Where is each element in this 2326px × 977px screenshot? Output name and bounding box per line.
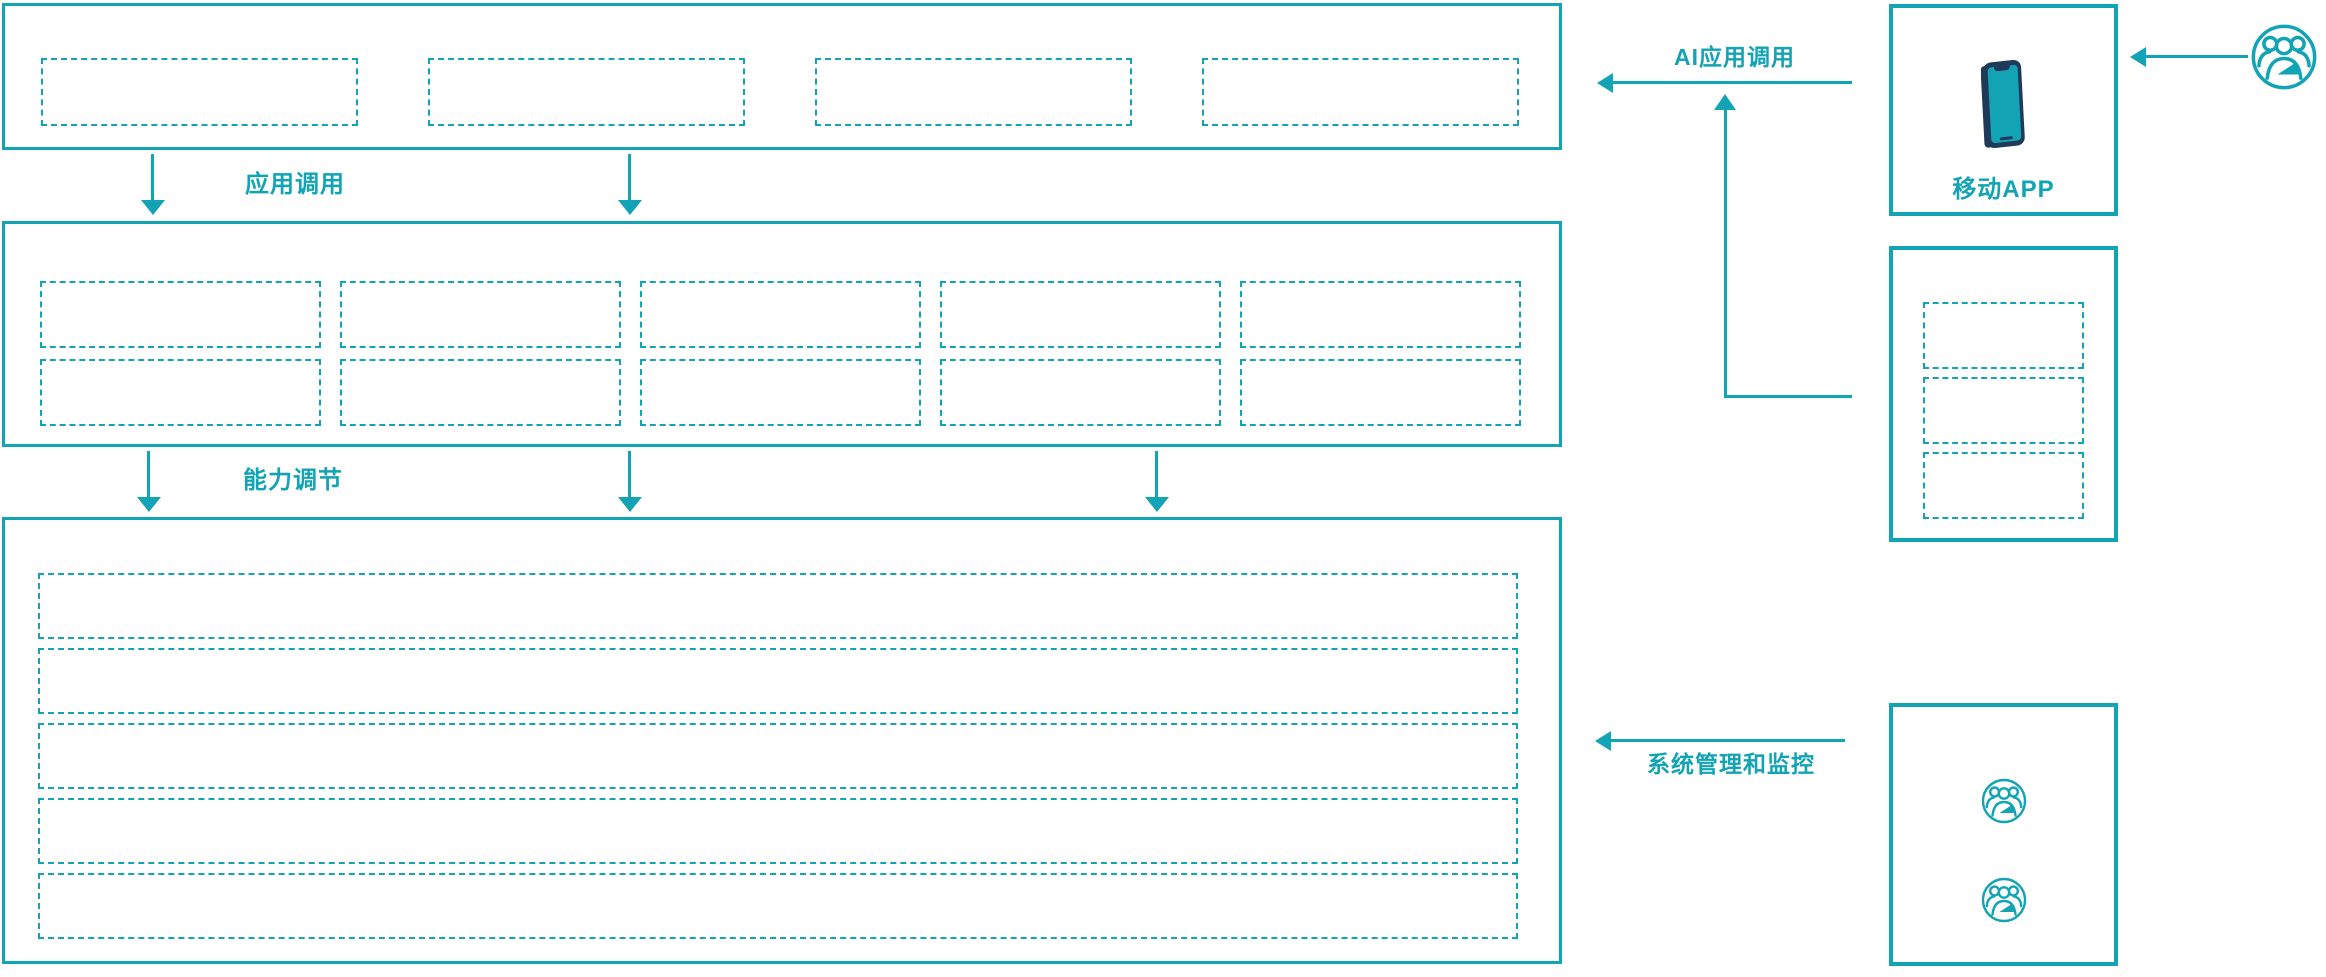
arrow-down-head-icon bbox=[141, 200, 165, 215]
gateway-connector-vertical bbox=[1724, 109, 1727, 398]
app-call-arrow-1 bbox=[141, 154, 165, 215]
capability-slot-r1-1 bbox=[40, 281, 321, 348]
arrow-shaft bbox=[147, 451, 150, 497]
system-monitor-arrow bbox=[1595, 731, 1845, 751]
platform-rows bbox=[10, 573, 1554, 939]
capability-slot-r1-4 bbox=[940, 281, 1221, 348]
app-layer-slots bbox=[10, 58, 1554, 126]
capability-slot-r2-1 bbox=[40, 359, 321, 426]
capability-slot-r2-3 bbox=[640, 359, 921, 426]
gateway-slot-1 bbox=[1923, 302, 2084, 369]
gateway-panel-box bbox=[1889, 246, 2118, 542]
arrow-down-head-icon bbox=[137, 497, 161, 512]
arrow-shaft bbox=[1155, 451, 1158, 497]
mobile-app-label: 移动APP bbox=[1952, 176, 2055, 203]
capability-arrow-1 bbox=[137, 451, 161, 512]
admin-users-box bbox=[1889, 703, 2118, 966]
capability-layer-container bbox=[2, 221, 1562, 447]
gateway-slot-2 bbox=[1923, 377, 2084, 444]
external-user-group-icon bbox=[2249, 22, 2319, 92]
ai-app-call-arrow bbox=[1597, 73, 1852, 93]
app-layer-container bbox=[2, 3, 1562, 150]
admin-user-group-icon-1 bbox=[1980, 777, 2028, 825]
arrow-down-head-icon bbox=[1145, 497, 1169, 512]
app-call-arrow-2 bbox=[618, 154, 642, 215]
capability-slot-r1-3 bbox=[640, 281, 921, 348]
capability-slot-r2-2 bbox=[340, 359, 621, 426]
arrow-shaft bbox=[2145, 55, 2248, 58]
app-slot-2 bbox=[428, 58, 745, 126]
app-slot-1 bbox=[41, 58, 358, 126]
capability-adjust-label: 能力调节 bbox=[243, 467, 343, 494]
capability-row-2 bbox=[10, 359, 1554, 426]
gateway-slot-3 bbox=[1923, 452, 2084, 519]
capability-slot-r2-5 bbox=[1240, 359, 1521, 426]
user-group-icon bbox=[2249, 22, 2319, 92]
platform-row-2 bbox=[38, 648, 1518, 714]
ai-app-call-label: AI应用调用 bbox=[1674, 44, 1795, 70]
mobile-app-box: 移动APP bbox=[1889, 4, 2118, 216]
capability-grid bbox=[10, 281, 1554, 426]
capability-slot-r1-2 bbox=[340, 281, 621, 348]
platform-layer-container bbox=[2, 517, 1562, 964]
arrow-left-head-icon bbox=[1597, 73, 1613, 93]
platform-row-3 bbox=[38, 723, 1518, 789]
arrow-down-head-icon bbox=[618, 200, 642, 215]
admin-user-group-icon-2 bbox=[1980, 876, 2028, 924]
arrow-shaft bbox=[151, 154, 154, 200]
arrow-shaft bbox=[1612, 81, 1852, 84]
platform-row-5 bbox=[38, 873, 1518, 939]
capability-arrow-3 bbox=[1145, 451, 1169, 512]
arrow-shaft bbox=[1610, 739, 1845, 742]
user-to-app-arrow bbox=[2130, 47, 2248, 67]
platform-row-4 bbox=[38, 798, 1518, 864]
arrow-shaft bbox=[628, 154, 631, 200]
arrow-down-head-icon bbox=[618, 497, 642, 512]
system-monitor-label: 系统管理和监控 bbox=[1647, 751, 1815, 777]
app-call-label: 应用调用 bbox=[245, 171, 345, 198]
arrow-shaft bbox=[628, 451, 631, 497]
app-slot-3 bbox=[815, 58, 1132, 126]
arrow-up-head-icon bbox=[1714, 94, 1736, 110]
gateway-connector-horizontal bbox=[1724, 395, 1852, 398]
capability-slot-r2-4 bbox=[940, 359, 1221, 426]
capability-arrow-2 bbox=[618, 451, 642, 512]
arrow-left-head-icon bbox=[1595, 731, 1611, 751]
arrow-left-head-icon bbox=[2130, 47, 2146, 67]
capability-row-1 bbox=[10, 281, 1554, 348]
mobile-phone-icon bbox=[1980, 57, 2027, 153]
app-slot-4 bbox=[1202, 58, 1519, 126]
capability-slot-r1-5 bbox=[1240, 281, 1521, 348]
platform-row-1 bbox=[38, 573, 1518, 639]
